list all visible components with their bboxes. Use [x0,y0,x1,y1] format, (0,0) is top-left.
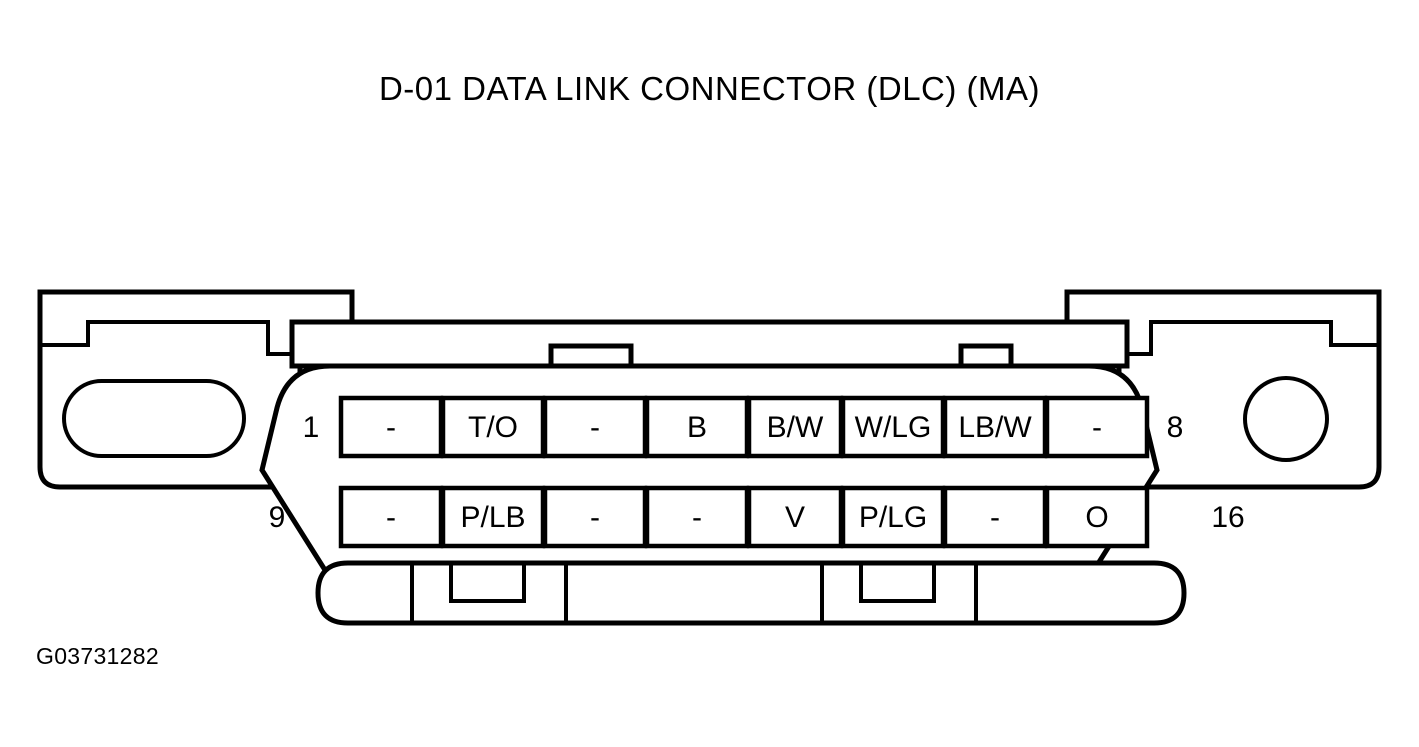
corner-number-top-right: 8 [1167,411,1184,444]
skirt-tab-right [859,563,936,603]
corner-number-bottom-left: 9 [269,501,286,534]
corner-number-top-left: 1 [303,411,320,444]
pin-label-8: - [1092,411,1102,444]
pin-label-12: - [692,501,702,534]
pin-label-15: - [990,501,1000,534]
connector-top-band [289,319,1130,369]
pin-row-bottom: - P/LB - - V P/LG - O [338,485,1150,549]
corner-number-bottom-right: 16 [1211,501,1244,534]
pin-cell-7 [942,395,1048,459]
pin-label-3: - [590,411,600,444]
pin-label-11: - [590,501,600,534]
pin-cell-11 [542,485,648,549]
pin-label-14: P/LG [859,501,927,534]
pin-cell-2 [440,395,546,459]
pin-cell-8 [1044,395,1150,459]
figure-caption: G03731282 [36,643,159,669]
pin-label-4: B [687,411,707,444]
pin-cell-4 [644,395,750,459]
pin-label-5: B/W [767,411,824,444]
pin-cell-3 [542,395,648,459]
pin-label-2: T/O [468,411,518,444]
pin-label-7: LB/W [958,411,1032,444]
pin-cell-16 [1044,485,1150,549]
pin-label-1: - [386,411,396,444]
pin-row-top: - T/O - B B/W W/LG LB/W - [338,395,1150,459]
pin-cell-5 [746,395,844,459]
skirt-tab-left [449,563,526,603]
pin-label-16: O [1085,501,1108,534]
pin-corner-numbers: 1 8 9 16 [269,411,1245,534]
pin-cell-14 [840,485,946,549]
pin-cell-9 [338,485,444,549]
right-ear-hole [1243,376,1329,462]
connector-bottom-skirt [315,560,1187,626]
pin-label-6: W/LG [855,411,932,444]
left-ear-slot [62,379,246,458]
page-title: D-01 DATA LINK CONNECTOR (DLC) (MA) [378,70,1041,107]
pin-label-13: V [785,501,805,534]
pin-label-9: - [386,501,396,534]
pin-label-10: P/LB [460,501,525,534]
